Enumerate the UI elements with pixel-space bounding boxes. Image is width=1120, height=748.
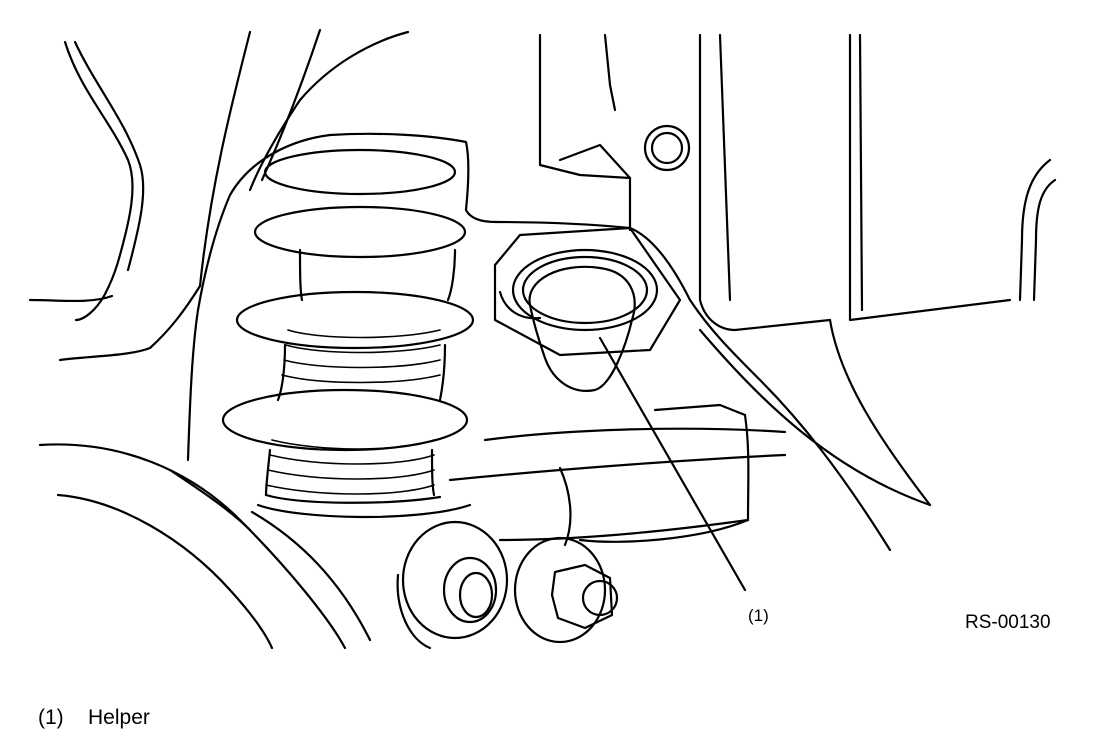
legend-item-number: (1): [38, 706, 64, 729]
frame-panels: [538, 33, 1057, 507]
lower-bolt-assembly: [396, 518, 750, 650]
helper-cap: [528, 265, 636, 392]
wheel-outline: [38, 443, 372, 650]
helper-cap-assembly: [493, 226, 682, 392]
fender-panel-lines: [28, 28, 410, 362]
figure-code: RS-00130: [965, 612, 1051, 633]
callout-1-leader: [598, 336, 747, 592]
dust-boot: [265, 329, 441, 495]
strut-mount: [186, 132, 932, 552]
legend-item-label: Helper: [88, 706, 150, 729]
legend-item: (1) Helper: [38, 705, 150, 731]
callout-1-label: (1): [748, 606, 769, 625]
coil-spring: [221, 148, 475, 519]
